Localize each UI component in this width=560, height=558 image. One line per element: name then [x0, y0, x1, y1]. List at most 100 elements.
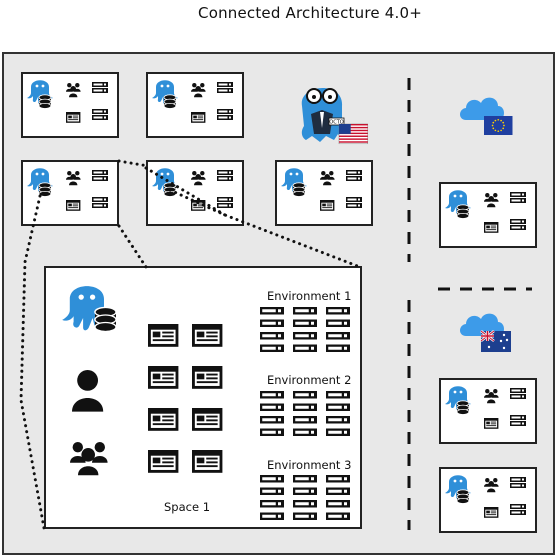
diagram-title: Connected Architecture 4.0+ [198, 4, 422, 22]
server-icon [260, 319, 284, 327]
users-icon [191, 171, 206, 186]
server-icon [260, 344, 284, 352]
us-flag-icon [338, 123, 369, 145]
browser-window-icon [192, 450, 223, 473]
browser-window-icon [192, 366, 223, 389]
space-label: Space 1 [164, 500, 211, 514]
connector-line [144, 166, 227, 217]
browser-window-icon [191, 112, 206, 123]
database-icon [456, 204, 470, 219]
server-icon [293, 391, 317, 399]
server-icon [293, 344, 317, 352]
server-icon [260, 332, 284, 340]
server-icon [510, 504, 526, 515]
connector-line [19, 194, 46, 530]
server-icon [326, 332, 350, 340]
environment-label: Environment 1 [267, 289, 352, 303]
server-icon [326, 307, 350, 315]
users-icon [320, 171, 335, 186]
browser-window-icon [66, 112, 81, 123]
server-icon [326, 475, 350, 483]
server-icon [510, 219, 526, 230]
connector-line [117, 159, 150, 168]
server-icon [510, 477, 526, 488]
server-icon [326, 487, 350, 495]
browser-window-icon [484, 418, 499, 429]
server-icon [260, 416, 284, 424]
connector-line [168, 188, 362, 269]
au-flag-icon [480, 330, 511, 352]
server-icon [326, 319, 350, 327]
server-icon [260, 403, 284, 411]
server-icon [326, 416, 350, 424]
server-icon [326, 512, 350, 520]
server-icon [260, 512, 284, 520]
browser-window-icon [148, 366, 179, 389]
users-icon [70, 442, 108, 476]
server-icon [217, 109, 233, 120]
server-icon [326, 344, 350, 352]
database-icon [292, 182, 306, 197]
browser-window-icon [148, 408, 179, 431]
server-icon [260, 475, 284, 483]
server-icon [217, 170, 233, 181]
server-icon [346, 197, 362, 208]
server-icon [326, 500, 350, 508]
database-icon [163, 182, 177, 197]
server-icon [293, 475, 317, 483]
server-icon [326, 391, 350, 399]
browser-window-icon [484, 222, 499, 233]
server-icon [293, 403, 317, 411]
server-icon [293, 500, 317, 508]
cloud-icon [460, 97, 504, 120]
browser-window-icon [320, 200, 335, 211]
server-icon [293, 319, 317, 327]
eu-flag-icon [484, 116, 513, 135]
users-icon [484, 193, 499, 208]
server-icon [92, 82, 108, 93]
server-icon [92, 197, 108, 208]
connector-line [117, 224, 148, 269]
database-icon [38, 182, 52, 197]
users-icon [484, 478, 499, 493]
server-icon [293, 487, 317, 495]
database-icon [94, 306, 117, 333]
server-icon [326, 428, 350, 436]
browser-window-icon [148, 324, 179, 347]
server-icon [260, 487, 284, 495]
database-icon [163, 94, 177, 109]
server-icon [510, 192, 526, 203]
server-icon [346, 170, 362, 181]
server-icon [92, 109, 108, 120]
server-icon [510, 415, 526, 426]
server-icon [293, 512, 317, 520]
database-icon [38, 94, 52, 109]
mascot-badge-text: OCTO [329, 120, 343, 126]
server-icon [260, 391, 284, 399]
environment-label: Environment 2 [267, 373, 352, 387]
server-icon [510, 388, 526, 399]
server-icon [260, 428, 284, 436]
server-icon [217, 197, 233, 208]
database-icon [456, 400, 470, 415]
server-icon [293, 416, 317, 424]
browser-window-icon [148, 450, 179, 473]
browser-window-icon [192, 324, 223, 347]
users-icon [484, 389, 499, 404]
server-icon [293, 307, 317, 315]
database-icon [456, 489, 470, 504]
server-icon [293, 428, 317, 436]
server-icon [293, 332, 317, 340]
server-icon [217, 82, 233, 93]
user-icon [72, 370, 104, 412]
browser-window-icon [484, 507, 499, 518]
server-icon [260, 500, 284, 508]
environment-label: Environment 3 [267, 458, 352, 472]
server-icon [326, 403, 350, 411]
browser-window-icon [66, 200, 81, 211]
browser-window-icon [191, 200, 206, 211]
server-icon [92, 170, 108, 181]
browser-window-icon [192, 408, 223, 431]
users-icon [66, 83, 81, 98]
